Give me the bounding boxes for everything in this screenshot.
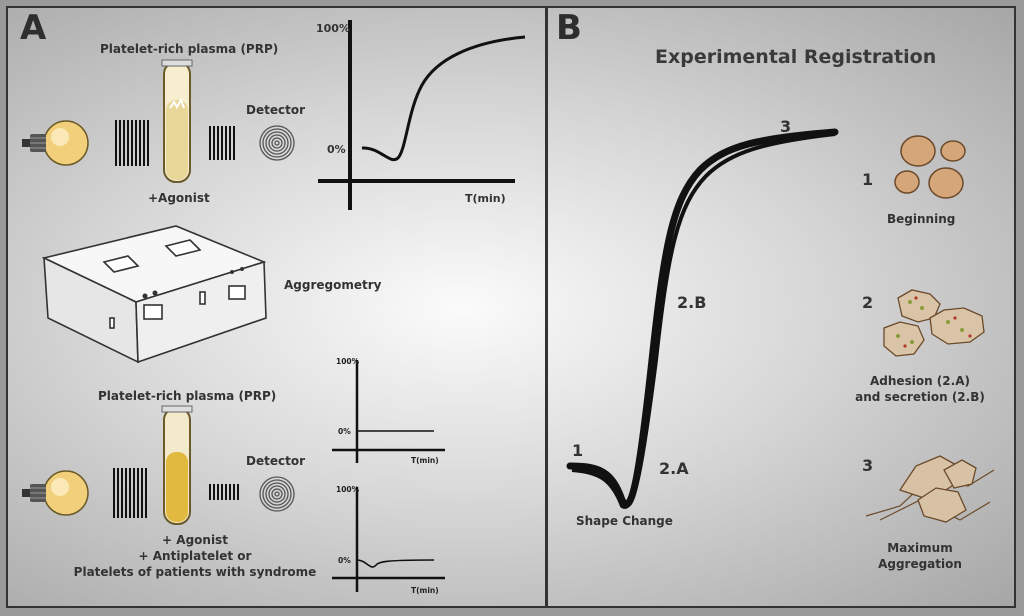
curve-label-1: 1 [572,441,584,460]
panel-divider [545,6,548,608]
light-bulb-icon [22,470,89,516]
small-graph1-xlabel: T(min) [411,456,439,465]
small-graph2-yzero: 0% [338,556,351,565]
small-graph2-ymax: 100% [336,485,360,494]
stage3-number: 3 [862,456,874,475]
bottom-prp-label: Platelet-rich plasma (PRP) [98,389,277,403]
bottom-caption-line2: + Antiplatelet or [138,549,252,563]
stage2-label-line2: and secretion (2.B) [855,390,985,404]
top-prp-label: Platelet-rich plasma (PRP) [100,42,279,56]
top-agonist-label: +Agonist [148,191,210,205]
small-graph2-xlabel: T(min) [411,586,439,595]
small-graph1-yzero: 0% [338,427,351,436]
aggregometry-label: Aggregometry [284,278,382,292]
top-detector-label: Detector [246,103,305,117]
bottom-caption-line1: + Agonist [162,533,228,547]
curve-label-3: 3 [780,117,792,136]
prp-tube-icon [161,59,193,183]
curve-label-2b: 2.B [677,293,707,312]
stage3-label-line2: Aggregation [878,557,962,571]
stage1-number: 1 [862,170,874,189]
light-beam-bars-icon [115,120,149,166]
panel-a-letter: A [20,8,46,48]
small-graph1-ymax: 100% [336,357,360,366]
detector-icon [259,125,295,161]
prp-tube-icon [161,405,193,525]
transmitted-beam-bars-icon [209,126,235,160]
bottom-caption-line3: Platelets of patients with syndrome [73,565,317,579]
stage2-label-line1: Adhesion (2.A) [870,374,970,388]
panel-b-letter: B [556,8,582,48]
top-graph-xlabel: T(min) [465,192,506,205]
stage1-label: Beginning [887,212,956,226]
top-graph-ymax: 100% [316,22,350,35]
curve-label-2a: 2.A [659,459,689,478]
stage2-number: 2 [862,293,874,312]
shape-change-label: Shape Change [576,514,673,528]
light-beam-bars-icon [113,468,147,518]
top-graph-yzero: 0% [327,143,346,156]
detector-icon [259,476,295,512]
panel-b-title: Experimental Registration [655,46,937,68]
stage3-label-line1: Maximum [887,541,953,555]
transmitted-beam-bars-icon [209,484,239,500]
bottom-detector-label: Detector [246,454,305,468]
light-bulb-icon [22,120,89,166]
